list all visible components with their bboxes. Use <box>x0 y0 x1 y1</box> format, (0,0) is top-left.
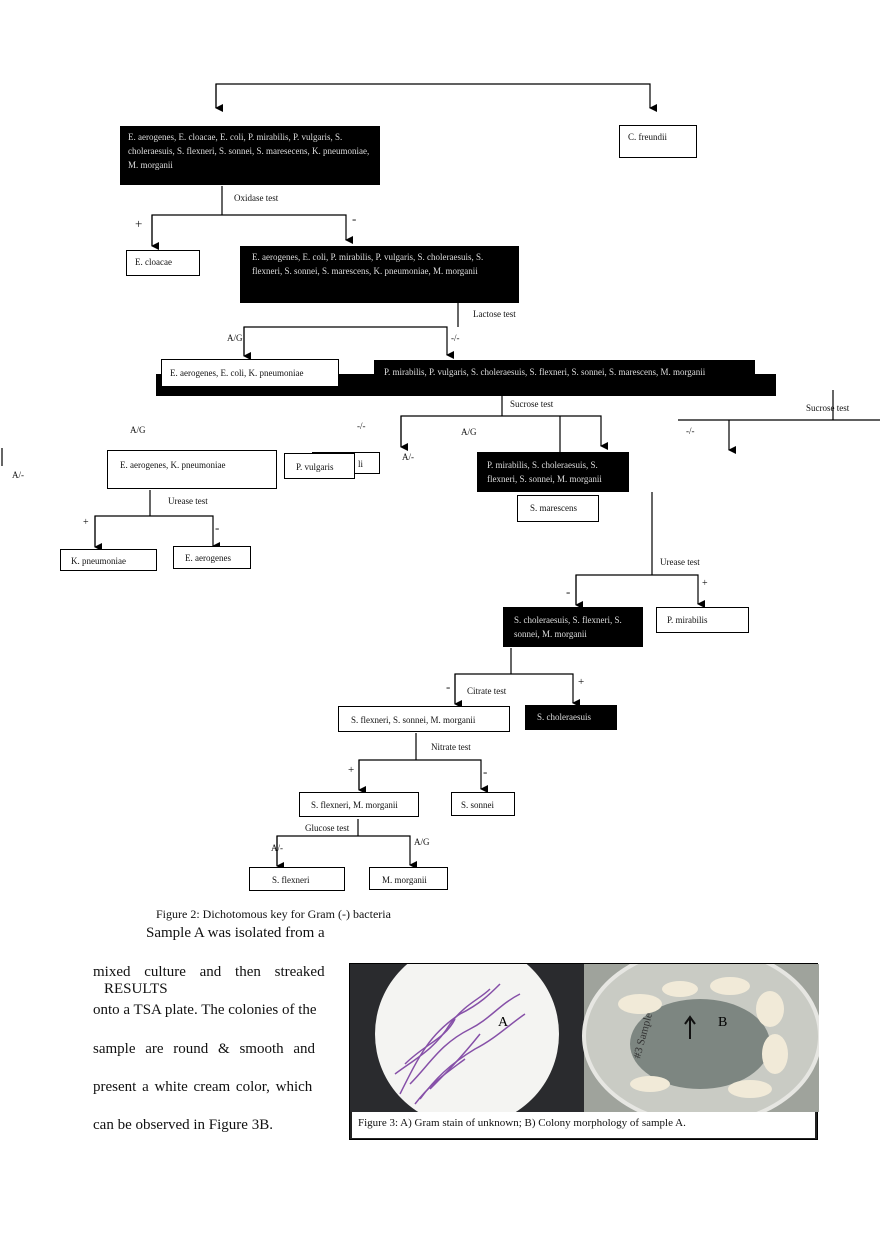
node-m-morganii: M. morganii <box>369 867 448 890</box>
sign-sucrose-aneg: A/- <box>402 452 414 462</box>
sign-nitrate-minus: - <box>483 764 488 779</box>
sign-lactose-ag: A/G <box>227 333 243 343</box>
node-lactose-neg: P. mirabilis, P. vulgaris, S. choleraesu… <box>374 360 755 384</box>
node-p-vulgaris: P. vulgaris <box>284 453 355 479</box>
node-citrate-negative: S. flexneri, S. sonnei, M. morganii <box>338 706 510 732</box>
node-root-left: E. aerogenes, E. cloacae, E. coli, P. mi… <box>120 126 380 185</box>
sign-citrate-minus: - <box>446 679 451 694</box>
node-e-cloacae: E. cloacae <box>126 250 200 276</box>
sign-citrate-plus: + <box>578 676 585 688</box>
sign-left-aneg: A/- <box>12 470 24 480</box>
node-p-mirabilis: P. mirabilis <box>656 607 749 633</box>
sign-sucrose-neg: -/- <box>357 421 366 431</box>
node-e-aerogenes-k-pneumoniae: E. aerogenes, K. pneumoniae <box>107 450 277 489</box>
sign-sucrose-ag: A/G <box>461 427 477 437</box>
node-e-aerogenes: E. aerogenes <box>173 546 251 569</box>
label-sucrose-test: Sucrose test <box>510 399 554 409</box>
sign-urease2-plus: + <box>702 578 708 589</box>
text-line-5: present a white cream color, which <box>93 1079 313 1095</box>
sign-lactose-neg: -/- <box>451 333 460 343</box>
label-glucose-test: Glucose test <box>305 823 350 833</box>
node-s-flexneri: S. flexneri <box>249 867 345 891</box>
label-urease-test-right: Urease test <box>660 557 700 567</box>
sign-oxidase-plus: + <box>135 216 143 231</box>
label-oxidase-test: Oxidase test <box>234 193 279 203</box>
label-urease-test-left: Urease test <box>168 496 208 506</box>
node-lactose-ag: E. aerogenes, E. coli, K. pneumoniae <box>161 359 339 387</box>
label-citrate-test: Citrate test <box>467 686 507 696</box>
label-nitrate-test: Nitrate test <box>431 742 471 752</box>
figure3-label-a: A <box>498 1015 509 1030</box>
microscope-field-a <box>375 964 559 1112</box>
gram-stain-rods <box>394 983 526 1105</box>
node-s-marescens: S. marescens <box>517 495 599 522</box>
sign-urease-minus: - <box>215 520 220 535</box>
node-s-sonnei: S. sonnei <box>451 792 515 816</box>
sign-urease2-minus: - <box>566 584 571 599</box>
sign-left-ag: A/G <box>130 425 146 435</box>
sign-right-neg: -/- <box>686 426 695 436</box>
sign-glucose-ag: A/G <box>414 837 430 847</box>
node-sucrose-ag: P. mirabilis, S. choleraesuis, S. flexne… <box>477 452 629 492</box>
figure3-photos: A #3 Sample B Figure 3: A) Gram stain of… <box>349 963 819 1140</box>
sign-glucose-aneg: A/- <box>271 843 283 853</box>
text-line-1: Sample A was isolated from a <box>146 925 325 941</box>
text-line-4: sample are round & smooth and <box>93 1041 316 1057</box>
figure2-caption: Figure 2: Dichotomous key for Gram (-) b… <box>156 907 391 921</box>
node-s-choleraesuis: S. choleraesuis <box>525 705 617 730</box>
node-oxidase-negative: E. aerogenes, E. coli, P. mirabilis, P. … <box>240 246 519 303</box>
text-line-6: can be observed in Figure 3B. <box>93 1117 273 1133</box>
figure3-caption: Figure 3: A) Gram stain of unknown; B) C… <box>352 1112 815 1138</box>
sign-oxidase-minus: - <box>352 211 357 226</box>
results-heading: RESULTS <box>104 981 168 997</box>
figure3-images: A #3 Sample B <box>350 964 819 1112</box>
node-urease-negative: S. choleraesuis, S. flexneri, S. sonnei,… <box>503 607 643 647</box>
text-line-3: onto a TSA plate. The colonies of the <box>93 1002 317 1018</box>
sign-nitrate-plus: + <box>348 764 355 776</box>
node-k-pneumoniae: K. pneumoniae <box>60 549 157 571</box>
sign-urease-plus: + <box>83 517 89 528</box>
arrow-icon <box>684 1015 696 1039</box>
node-c-freundii: C. freundii <box>619 125 697 158</box>
text-line-2: mixed culture and then streaked <box>93 964 325 980</box>
label-lactose-test: Lactose test <box>473 309 516 319</box>
label-sucrose-test-right: Sucrose test <box>806 403 850 413</box>
figure3-label-b: B <box>718 1015 727 1030</box>
node-s-flexneri-m-morganii: S. flexneri, M. morganii <box>299 792 419 817</box>
colonies <box>618 977 788 1098</box>
